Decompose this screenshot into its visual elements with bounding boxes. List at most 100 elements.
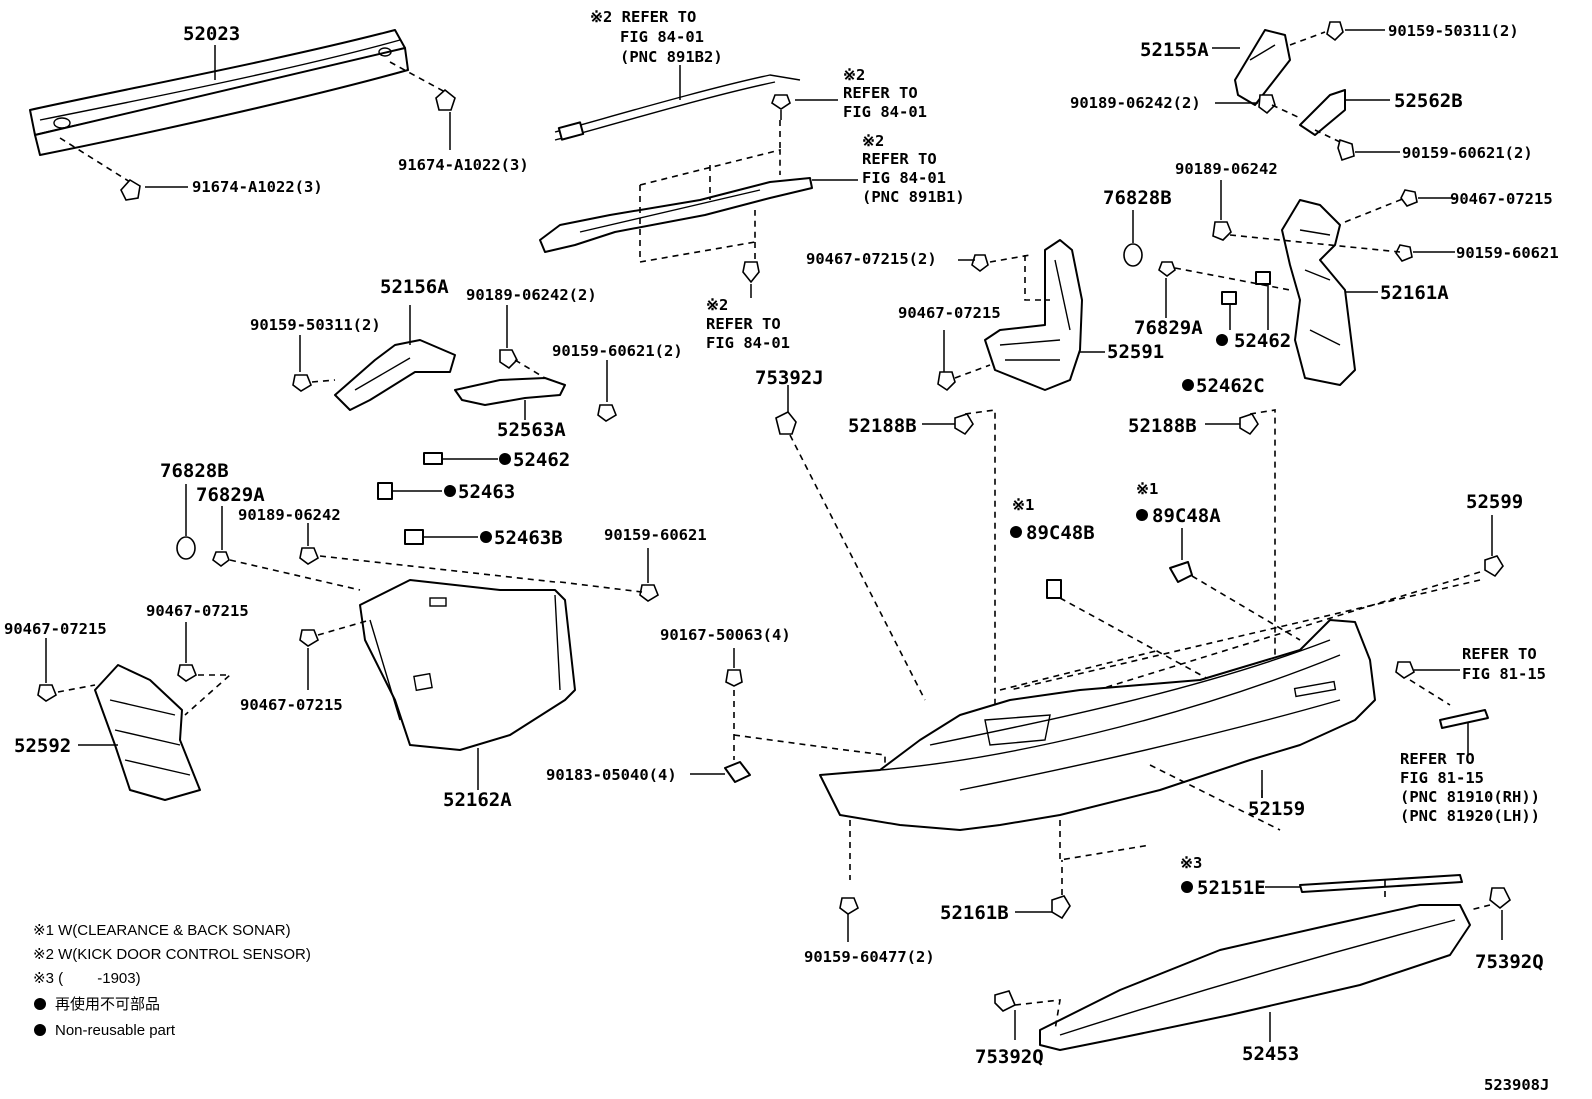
bracket-52156A	[292, 305, 456, 411]
label-89C48B: 89C48B	[1026, 522, 1095, 544]
non-reusable-dot-52463B	[480, 531, 492, 543]
strip-52151E	[1181, 874, 1463, 900]
label-ref81c-line2: FIG 81-15	[1400, 769, 1484, 787]
label-75392J: 75392J	[755, 367, 824, 389]
clip-group-right	[1123, 210, 1291, 346]
retainer-52161A	[1212, 180, 1455, 386]
label-90467-07215-left-mid: 90467-07215	[146, 602, 249, 620]
label-ref81c-line3: (PNC 81910(RH))	[1400, 788, 1540, 806]
bracket-52562B	[1215, 89, 1400, 162]
ref-top1-line2: FIG 84-01	[620, 28, 704, 46]
ref-top3-line4: (PNC 891B1)	[862, 188, 965, 206]
nut-group-center	[690, 648, 886, 783]
ref-top1-line3: (PNC 891B2)	[620, 48, 723, 66]
clip-75392J	[775, 385, 926, 701]
ref-top2-line3: FIG 84-01	[843, 103, 927, 121]
label-90159-60477: 90159-60477(2)	[804, 948, 935, 966]
label-52462-left: 52462	[513, 449, 570, 471]
label-52161A: 52161A	[1380, 282, 1449, 304]
label-90467-07215-left-bottom: 90467-07215	[240, 696, 343, 714]
bumper-cover-52159	[819, 619, 1376, 880]
ref-mid-line3: FIG 84-01	[706, 334, 790, 352]
kick-sensor-harness	[539, 65, 858, 298]
retainer-52592	[37, 622, 233, 801]
label-90167-50063: 90167-50063(4)	[660, 626, 791, 644]
ref-top2-line2: REFER TO	[843, 84, 918, 102]
ref-top3-line3: FIG 84-01	[862, 169, 946, 187]
label-52156A: 52156A	[380, 276, 449, 298]
label-91674-a1022-lower: 91674-A1022(3)	[192, 178, 323, 196]
label-52155A: 52155A	[1140, 39, 1209, 61]
label-90159-50311-right: 90159-50311(2)	[1388, 22, 1519, 40]
label-52462C: 52462C	[1196, 375, 1265, 397]
label-note3: ※3	[1180, 854, 1202, 872]
ref-top2-line1: ※2	[843, 66, 865, 84]
diagram-id: 523908J	[1484, 1076, 1549, 1094]
label-90467-07215-mid: 90467-07215	[898, 304, 1001, 322]
side-cover-52162A	[299, 579, 576, 790]
label-ref81-line2: FIG 81-15	[1462, 665, 1546, 683]
bracket-52563A	[454, 305, 617, 422]
label-90159-50311-left: 90159-50311(2)	[250, 316, 381, 334]
label-89C48A: 89C48A	[1152, 505, 1221, 527]
label-90467-07215-2-mid: 90467-07215(2)	[806, 250, 937, 268]
label-52599: 52599	[1466, 491, 1523, 513]
label-76829A-right: 76829A	[1134, 317, 1203, 339]
bolt-91674-a1022	[120, 88, 456, 201]
label-90159-60621-left: 90159-60621	[604, 526, 707, 544]
ref-mid-line2: REFER TO	[706, 315, 781, 333]
label-90467-07215-right: 90467-07215	[1450, 190, 1553, 208]
retainer-52591	[937, 239, 1105, 392]
label-90183-05040: 90183-05040(4)	[546, 766, 677, 784]
ref-top3-line2: REFER TO	[862, 150, 937, 168]
label-76828B-right: 76828B	[1103, 187, 1172, 209]
label-52159: 52159	[1248, 798, 1305, 820]
legend-note-2: ※2 W(KICK DOOR CONTROL SENSOR)	[33, 946, 311, 963]
label-52562B: 52562B	[1394, 90, 1463, 112]
legend-note-1: ※1 W(CLEARANCE & BACK SONAR)	[33, 922, 291, 939]
label-52463: 52463	[458, 481, 515, 503]
sonar-bracket-89C48	[1010, 509, 1301, 681]
label-note1-b: ※1	[1136, 480, 1158, 498]
ref-top3-line1: ※2	[862, 132, 884, 150]
legend-note-5: Non-reusable part	[55, 1022, 176, 1039]
label-ref81c-line4: (PNC 81920(LH))	[1400, 807, 1540, 825]
label-76828B-left: 76828B	[160, 460, 229, 482]
moulding-ref	[1395, 661, 1489, 755]
ref-top1-line1: ※2 REFER TO	[590, 8, 696, 26]
label-52162A: 52162A	[443, 789, 512, 811]
label-52188B-right: 52188B	[1128, 415, 1197, 437]
legend-note-3: ※3 ( -1903)	[33, 970, 141, 987]
legend-dot-2	[34, 1024, 46, 1036]
clip-group-left	[176, 452, 659, 602]
label-52023: 52023	[183, 23, 240, 45]
label-90189-06242-left: 90189-06242	[238, 506, 341, 524]
label-52453: 52453	[1242, 1043, 1299, 1065]
label-52591: 52591	[1107, 341, 1164, 363]
label-76829A-left: 76829A	[196, 484, 265, 506]
label-52592: 52592	[14, 735, 71, 757]
bumper-reinforcement-52023	[29, 29, 446, 183]
label-75392Q-left: 75392Q	[975, 1046, 1044, 1068]
legend-note-4: 再使用不可部品	[55, 996, 160, 1013]
retainer-52161B	[839, 860, 1071, 942]
label-ref81c-line1: REFER TO	[1400, 750, 1475, 768]
label-ref81-line1: REFER TO	[1462, 645, 1537, 663]
label-52161B: 52161B	[940, 902, 1009, 924]
label-90467-07215-left-outer: 90467-07215	[4, 620, 107, 638]
label-90159-60621-2-left: 90159-60621(2)	[552, 342, 683, 360]
label-52188B-left: 52188B	[848, 415, 917, 437]
garnish-52453	[994, 887, 1512, 1051]
legend-dot-1	[34, 998, 46, 1010]
label-52462-right: 52462	[1234, 330, 1291, 352]
label-52151E: 52151E	[1197, 877, 1266, 899]
label-90159-60621-2-right: 90159-60621(2)	[1402, 144, 1533, 162]
label-90189-06242-2-left: 90189-06242(2)	[466, 286, 597, 304]
label-90159-60621-right: 90159-60621	[1456, 244, 1559, 262]
clip-52188B	[922, 409, 1276, 710]
label-note1-a: ※1	[1012, 496, 1034, 514]
label-52463B: 52463B	[494, 527, 563, 549]
label-90189-06242-2-right: 90189-06242(2)	[1070, 94, 1201, 112]
